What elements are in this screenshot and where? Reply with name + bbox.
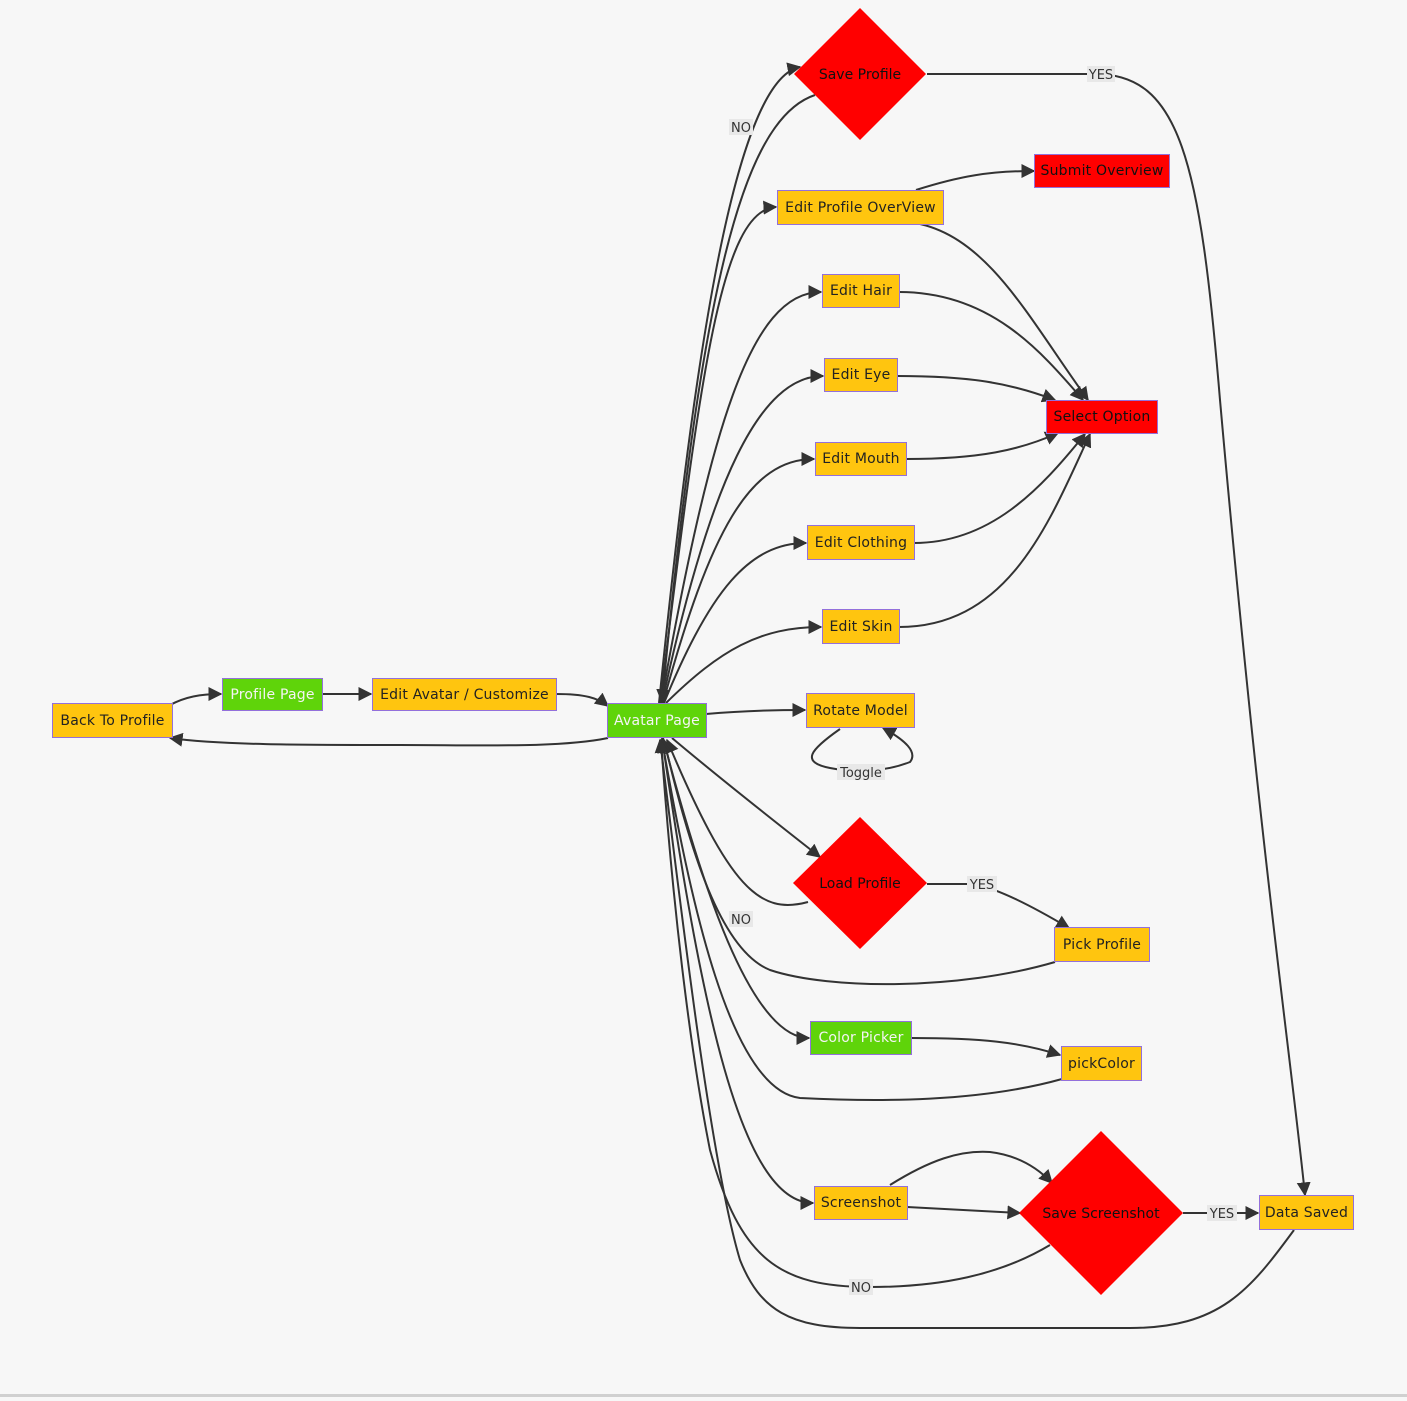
edge-color-picker-to-pickcolor (910, 1037, 1062, 1058)
edge-to-screenshot (661, 737, 815, 1210)
edge-hair-to-select (898, 291, 1084, 402)
edge-data-saved-to-avatar (654, 738, 1295, 1329)
edge-to-edit-mouth (662, 452, 816, 704)
edge-to-edit-skin (665, 620, 823, 704)
node-edit-clothing[interactable]: Edit Clothing (807, 525, 915, 560)
node-submit-overview[interactable]: Submit Overview (1034, 154, 1170, 188)
edge-clothing-to-select (913, 432, 1086, 544)
edge-to-rotate-model (705, 703, 807, 718)
edge-to-edit-overview (659, 200, 778, 704)
edge-avatar-to-save-profile (658, 62, 802, 704)
edge-mouth-to-select (905, 431, 1060, 460)
svg-text:YES: YES (1209, 1207, 1234, 1222)
edge-label-save-no: NO (729, 119, 753, 136)
svg-text:YES: YES (1088, 68, 1113, 83)
edge-label-toggle: Toggle (837, 764, 885, 781)
edge-avatar-to-back (168, 732, 609, 747)
node-pick-profile[interactable]: Pick Profile (1054, 927, 1150, 962)
node-data-saved[interactable]: Data Saved (1259, 1195, 1354, 1230)
node-edit-profile-overview[interactable]: Edit Profile OverView (777, 190, 944, 225)
edge-overview-to-submit (915, 164, 1036, 191)
decision-save-screenshot[interactable]: Save Screenshot (1019, 1131, 1183, 1295)
decision-load-profile[interactable]: Load Profile (793, 817, 927, 949)
edge-label-screenshot-yes: YES (1207, 1205, 1237, 1222)
node-select-option[interactable]: Select Option (1046, 400, 1158, 434)
edge-pickcolor-to-avatar (657, 738, 1063, 1102)
bottom-divider (0, 1394, 1407, 1397)
svg-text:YES: YES (969, 878, 994, 893)
edge-skin-to-select (898, 432, 1092, 628)
edge-to-edit-hair (660, 285, 823, 704)
node-edit-avatar[interactable]: Edit Avatar / Customize (372, 678, 557, 711)
edge-load-profile-no (665, 738, 809, 906)
node-color-picker[interactable]: Color Picker (810, 1021, 912, 1055)
edge-overview-to-select (919, 223, 1089, 402)
node-pick-color[interactable]: pickColor (1061, 1046, 1142, 1081)
edge-label-load-no: NO (729, 911, 753, 928)
edge-edit-avatar-to-avatar-page (555, 692, 610, 707)
svg-text:NO: NO (731, 913, 751, 928)
save-profile-label: Save Profile (819, 67, 901, 83)
node-edit-skin[interactable]: Edit Skin (822, 609, 900, 644)
edge-save-screenshot-no (654, 738, 1051, 1289)
edge-eye-to-select (896, 375, 1057, 403)
node-edit-hair[interactable]: Edit Hair (822, 274, 900, 308)
edge-screenshot-to-save-1 (889, 1150, 1053, 1186)
edge-label-save-yes: YES (1087, 66, 1115, 83)
load-profile-label: Load Profile (819, 876, 901, 892)
edge-save-profile-yes (927, 73, 1311, 1197)
node-back-to-profile[interactable]: Back To Profile (52, 703, 173, 738)
edge-label-load-yes: YES (967, 876, 997, 893)
edge-save-profile-no (656, 94, 816, 704)
svg-text:Toggle: Toggle (839, 766, 882, 781)
edge-back-to-profile-page (169, 687, 223, 706)
edge-screenshot-to-save-2 (906, 1205, 1022, 1220)
svg-text:NO: NO (851, 1281, 871, 1296)
node-edit-eye[interactable]: Edit Eye (824, 358, 898, 392)
edge-to-edit-clothing (663, 536, 808, 704)
node-profile-page[interactable]: Profile Page (222, 678, 323, 711)
node-avatar-page[interactable]: Avatar Page (607, 703, 707, 738)
edge-load-profile-yes (927, 883, 1071, 929)
node-rotate-model[interactable]: Rotate Model (806, 693, 915, 728)
decision-save-profile[interactable]: Save Profile (794, 8, 926, 140)
edge-to-edit-eye (661, 369, 825, 704)
svg-text:NO: NO (731, 121, 751, 136)
node-edit-mouth[interactable]: Edit Mouth (815, 442, 907, 476)
edge-label-screenshot-no: NO (849, 1279, 873, 1296)
edges (168, 62, 1311, 1329)
edge-to-color-picker (662, 737, 811, 1045)
save-screenshot-label: Save Screenshot (1042, 1206, 1160, 1222)
edge-to-load-profile (671, 737, 822, 858)
node-screenshot[interactable]: Screenshot (814, 1186, 908, 1220)
